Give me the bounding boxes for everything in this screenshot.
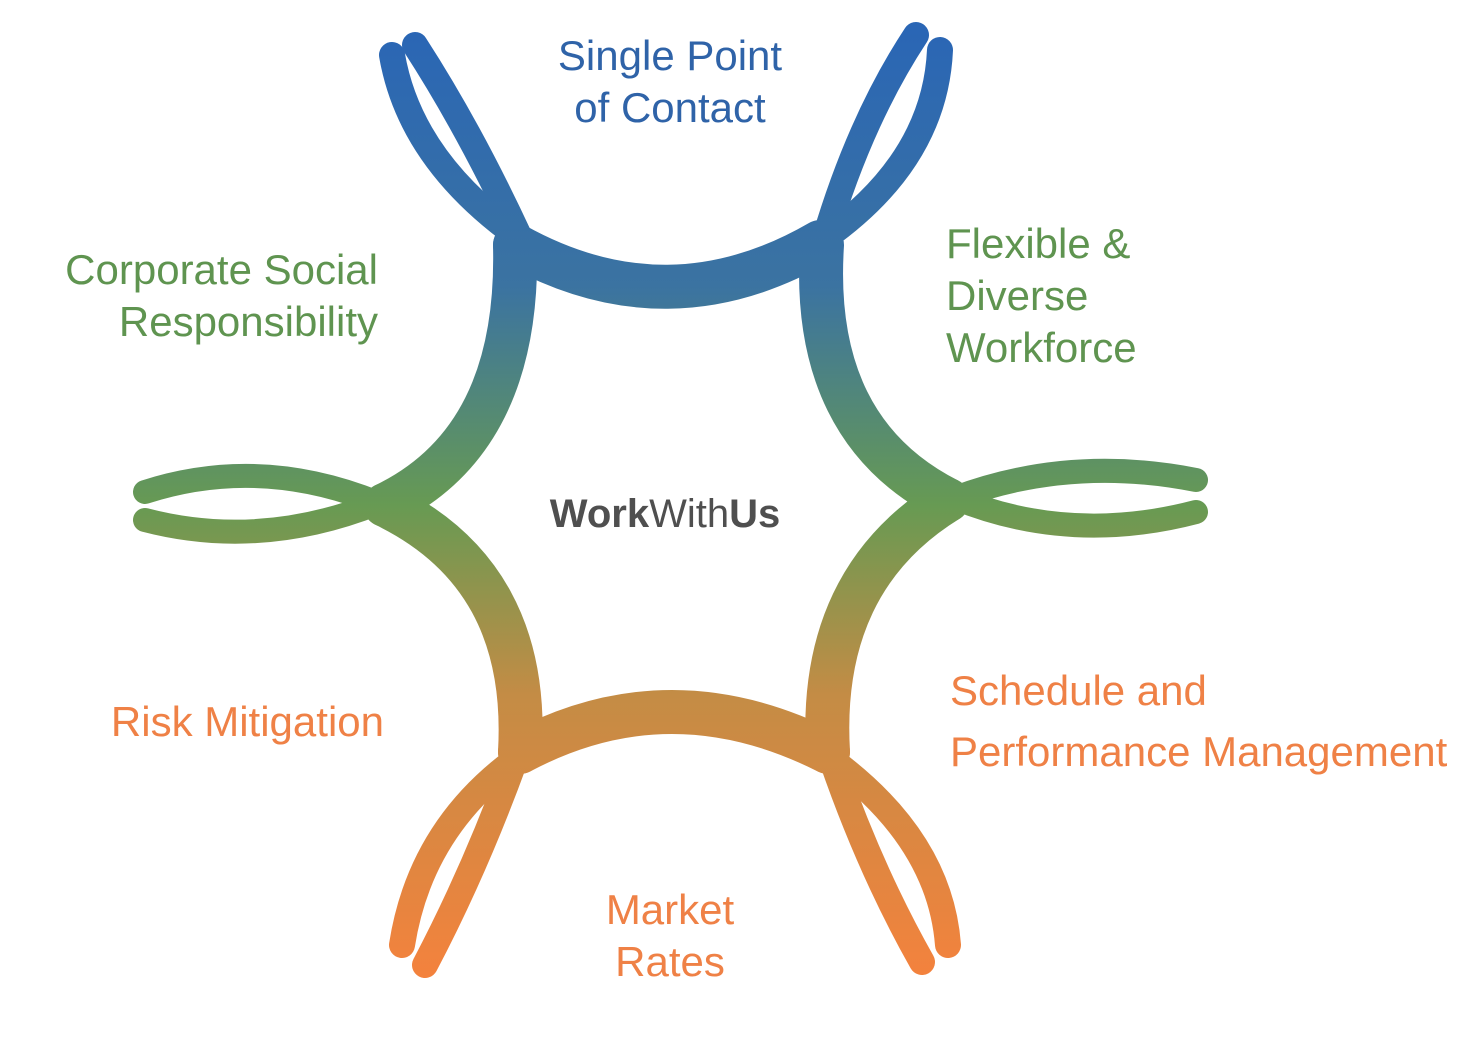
center-title-us: Us bbox=[729, 492, 781, 536]
prong-top-right-inner bbox=[812, 22, 929, 251]
center-title-with: With bbox=[649, 492, 730, 536]
benefit-top-line2: of Contact bbox=[574, 84, 766, 131]
ring-arc-bottom bbox=[498, 690, 850, 774]
prong-left-lower bbox=[133, 491, 390, 544]
ring-arc-upper-left bbox=[363, 223, 538, 527]
benefit-market-rates: Market Rates bbox=[560, 884, 780, 988]
prong-bottom-right-inner bbox=[819, 747, 935, 975]
benefit-bottom-right-line1: Schedule and bbox=[950, 667, 1207, 714]
prong-top-left-outer bbox=[379, 42, 533, 251]
prong-right-lower bbox=[943, 486, 1208, 538]
benefit-top-right-line3: Workforce bbox=[946, 324, 1137, 371]
ring-arc-lower-left bbox=[363, 483, 543, 774]
ring-arc-lower-right bbox=[805, 478, 970, 774]
prong-top-left-inner bbox=[402, 32, 533, 251]
benefit-top-right-line1: Flexible & bbox=[946, 220, 1131, 267]
benefit-top-right-line2: Diverse bbox=[946, 272, 1089, 319]
benefit-top-line1: Single Point bbox=[557, 32, 783, 79]
prong-top-right-outer bbox=[812, 37, 953, 251]
benefit-flexible-diverse-workforce: Flexible & Diverse Workforce bbox=[946, 218, 1137, 374]
prong-right-upper bbox=[943, 458, 1208, 510]
ring-arc-top bbox=[493, 220, 842, 309]
benefit-single-point-of-contact: Single Point of Contact bbox=[540, 30, 800, 134]
ring-arc-upper-right bbox=[799, 223, 970, 522]
benefit-bottom-line1: Market bbox=[605, 886, 735, 933]
benefit-bottom-left-line1: Risk Mitigation bbox=[110, 698, 384, 745]
benefit-schedule-performance-management: Schedule and Performance Management bbox=[950, 660, 1447, 782]
prong-bottom-right-outer bbox=[819, 747, 961, 958]
benefit-bottom-line2: Rates bbox=[615, 938, 725, 985]
benefit-top-left-line1: Corporate Social bbox=[65, 246, 378, 293]
center-title-work: Work bbox=[549, 492, 650, 536]
benefit-corporate-social-responsibility: Corporate Social Responsibility bbox=[40, 244, 378, 348]
benefit-risk-mitigation: Risk Mitigation bbox=[80, 696, 384, 748]
center-title: WorkWithUs bbox=[470, 490, 860, 538]
prong-left-upper bbox=[133, 463, 390, 515]
prong-bottom-left-inner bbox=[412, 747, 528, 978]
benefit-bottom-right-line2: Performance Management bbox=[950, 728, 1448, 775]
benefit-top-left-line2: Responsibility bbox=[118, 298, 378, 345]
prong-bottom-left-outer bbox=[389, 747, 528, 958]
